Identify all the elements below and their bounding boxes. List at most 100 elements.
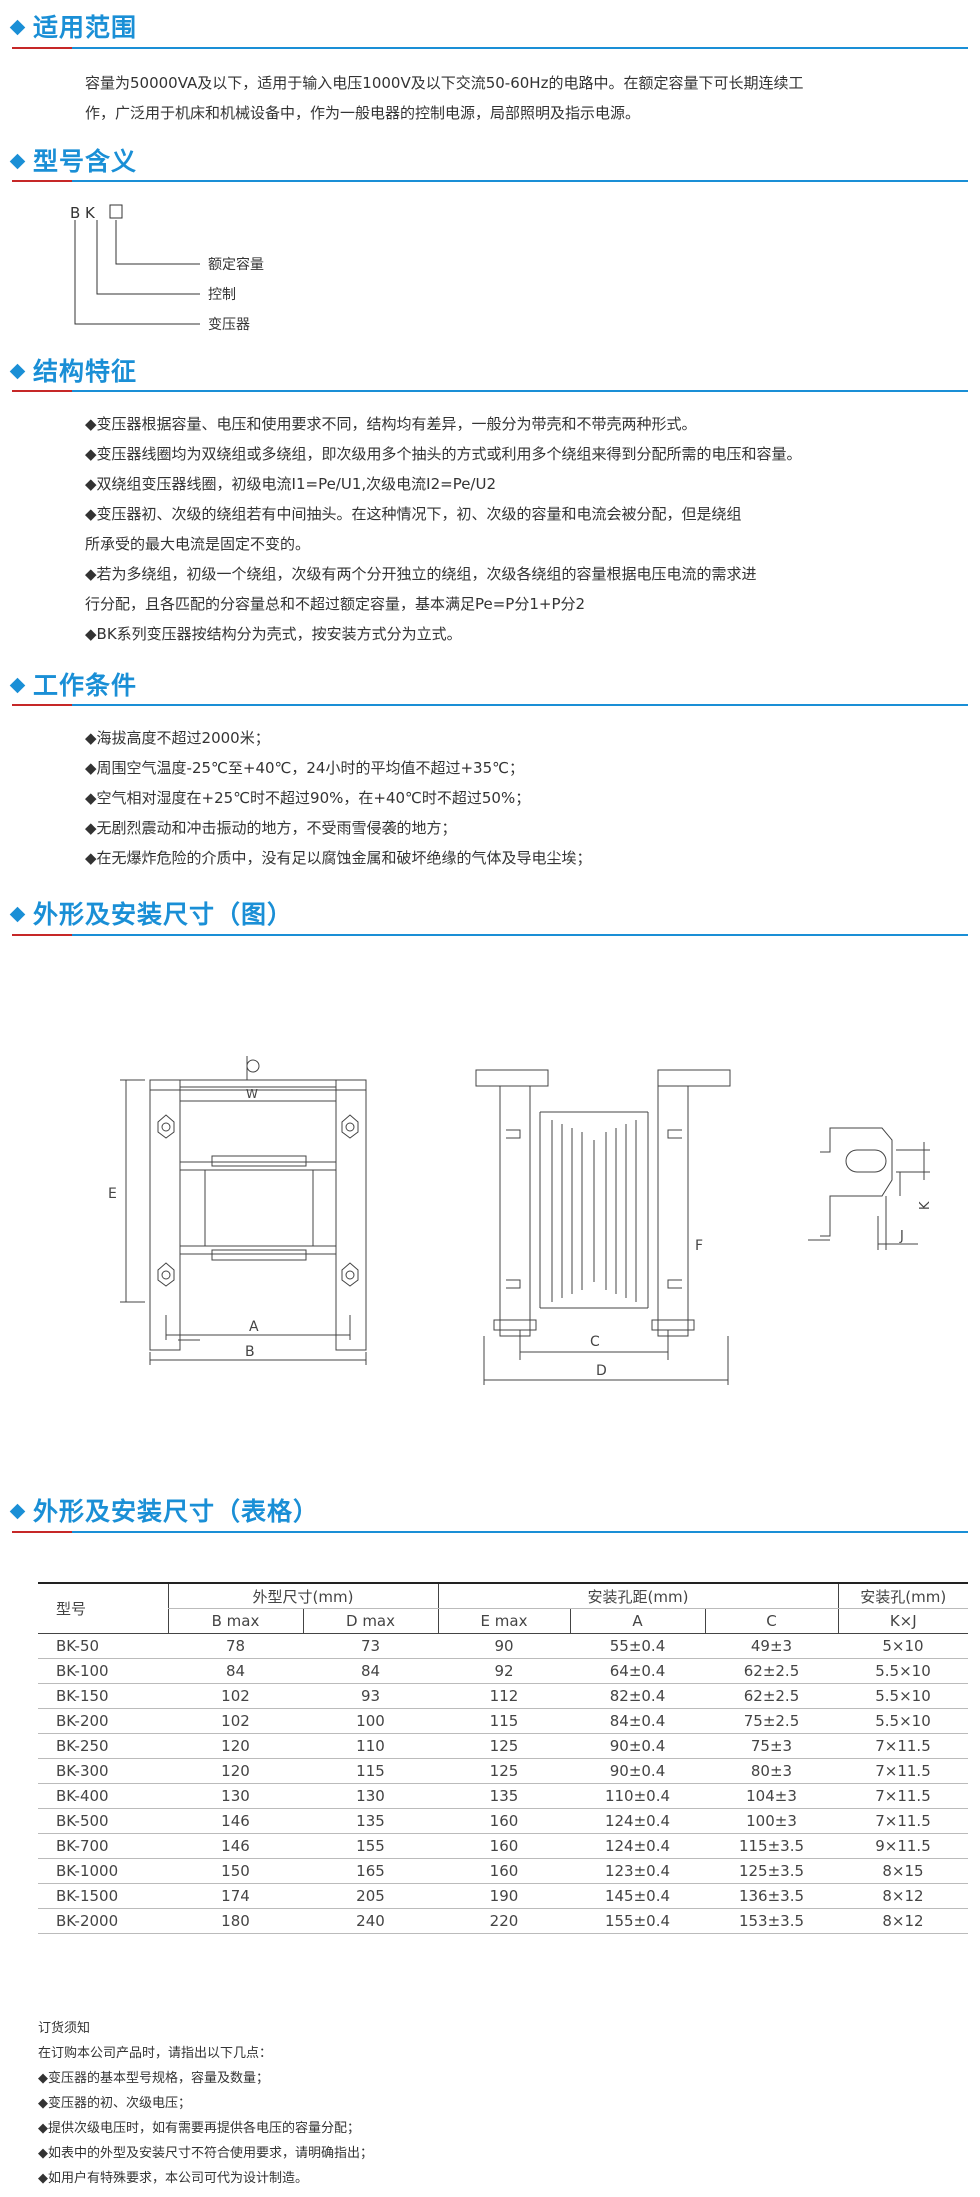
note-title: 订货须知 [38, 2021, 91, 2036]
table-cell: 110 [303, 1733, 438, 1759]
cell-model: BK-1000 [38, 1858, 168, 1884]
table-cell: 205 [303, 1883, 438, 1909]
dim-label-b: B [245, 1344, 255, 1360]
table-cell: 180 [168, 1908, 303, 1934]
diamond-bullet-icon [9, 677, 26, 694]
dim-label-c: C [590, 1334, 600, 1350]
cell-model: BK-200 [38, 1708, 168, 1734]
table-cell: 123±0.4 [570, 1858, 705, 1884]
table-cell: 160 [438, 1833, 570, 1859]
condition-line: ◆周围空气温度-25℃至+40℃，24小时的平均值不超过+35℃； [85, 759, 524, 777]
table-cell: 220 [438, 1908, 570, 1934]
svg-text:W: W [246, 1087, 258, 1101]
structure-line: ◆BK系列变压器按结构分为壳式，按安装方式分为立式。 [85, 625, 462, 643]
section-title-drawing: 外形及安装尺寸（图） [9, 895, 293, 931]
spec-table: 型号 外型尺寸(mm) 安装孔距(mm) 安装孔(mm) B max D max… [38, 1582, 968, 1934]
cell-model: BK-100 [38, 1658, 168, 1684]
table-cell: 5×10 [838, 1633, 968, 1659]
table-cell: 104±3 [705, 1783, 838, 1809]
header-outline: 外型尺寸(mm) [167, 1582, 438, 1609]
table-cell: 90 [438, 1633, 570, 1659]
header-mounting-hole: 安装孔(mm) [837, 1582, 968, 1609]
subheader-d: D max [302, 1608, 438, 1634]
section-rule [12, 47, 968, 49]
condition-line: ◆空气相对湿度在+25℃时不超过90%，在+40℃时不超过50%； [85, 789, 531, 807]
table-cell: 125 [438, 1733, 570, 1759]
cell-model: BK-300 [38, 1758, 168, 1784]
table-cell: 120 [168, 1758, 303, 1784]
subheader-c: C [704, 1608, 838, 1634]
table-cell: 8×12 [838, 1883, 968, 1909]
table-cell: 75±3 [705, 1733, 838, 1759]
condition-line: ◆海拔高度不超过2000米； [85, 729, 270, 747]
table-cell: 5.5×10 [838, 1658, 968, 1684]
table-cell: 84±0.4 [570, 1708, 705, 1734]
diamond-bullet-icon [9, 153, 26, 170]
diamond-bullet-icon [9, 19, 26, 36]
table-cell: 102 [168, 1683, 303, 1709]
table-cell: 8×15 [838, 1858, 968, 1884]
model-code-diagram: B K 额定容量 控制 变压器 [70, 204, 264, 333]
section-rule [12, 704, 968, 706]
note-line: ◆变压器的基本型号规格，容量及数量； [38, 2071, 269, 2086]
table-cell: 130 [303, 1783, 438, 1809]
table-cell: 75±2.5 [705, 1708, 838, 1734]
header-model: 型号 [38, 1582, 168, 1634]
table-cell: 62±2.5 [705, 1683, 838, 1709]
table-cell: 100±3 [705, 1808, 838, 1834]
structure-line: 所承受的最大电流是固定不变的。 [85, 535, 311, 553]
cell-model: BK-500 [38, 1808, 168, 1834]
table-cell: 62±2.5 [705, 1658, 838, 1684]
table-cell: 130 [168, 1783, 303, 1809]
section-title-scope: 适用范围 [9, 8, 137, 44]
subheader-a: A [569, 1608, 705, 1634]
dim-label-j: J [899, 1229, 904, 1244]
cell-model: BK-700 [38, 1833, 168, 1859]
table-cell: 84 [303, 1658, 438, 1684]
cell-model: BK-2000 [38, 1908, 168, 1934]
table-cell: 124±0.4 [570, 1833, 705, 1859]
structure-line: ◆双绕组变压器线圈，初级电流Ⅰ1=Pe/U1,次级电流Ⅰ2=Pe/U2 [85, 475, 497, 493]
leader-transformer [74, 220, 200, 325]
table-cell: 7×11.5 [838, 1783, 968, 1809]
model-label-capacity: 额定容量 [208, 256, 264, 273]
cell-model: BK-1500 [38, 1883, 168, 1909]
dim-label-f: F [695, 1238, 703, 1254]
subheader-b: B max [167, 1608, 303, 1634]
note-line: ◆提供次级电压时，如有需要再提供各电压的容量分配； [38, 2121, 360, 2136]
table-cell: 160 [438, 1808, 570, 1834]
table-cell: 190 [438, 1883, 570, 1909]
dim-label-k: K [918, 1201, 933, 1210]
table-cell: 136±3.5 [705, 1883, 838, 1909]
table-cell: 90±0.4 [570, 1733, 705, 1759]
structure-line: ◆变压器线圈均为双绕组或多绕组，即次级用多个抽头的方式或利用多个绕组来得到分配所… [85, 445, 802, 463]
table-cell: 174 [168, 1883, 303, 1909]
scope-line-1: 容量为50000VA及以下，适用于输入电压1000V及以下交流50-60Hz的电… [85, 74, 804, 92]
dimension-drawing: W E A B [108, 1056, 933, 1385]
note-line: 在订购本公司产品时，请指出以下几点： [38, 2046, 273, 2061]
table-cell: 135 [438, 1783, 570, 1809]
table-cell: 80±3 [705, 1758, 838, 1784]
section-rule [12, 390, 968, 392]
model-label-control: 控制 [208, 287, 236, 303]
table-cell: 7×11.5 [838, 1758, 968, 1784]
section-title-table: 外形及安装尺寸（表格） [9, 1492, 319, 1528]
diamond-bullet-icon [9, 906, 26, 923]
table-cell: 160 [438, 1858, 570, 1884]
section-title-structure: 结构特征 [9, 352, 137, 388]
table-cell: 82±0.4 [570, 1683, 705, 1709]
table-cell: 55±0.4 [570, 1633, 705, 1659]
note-line: ◆如表中的外型及安装尺寸不符合使用要求，请明确指出； [38, 2146, 373, 2161]
structure-line: ◆变压器根据容量、电压和使用要求不同，结构均有差异，一般分为带壳和不带壳两种形式… [85, 415, 697, 433]
table-cell: 240 [303, 1908, 438, 1934]
table-cell: 92 [438, 1658, 570, 1684]
table-cell: 146 [168, 1808, 303, 1834]
table-cell: 124±0.4 [570, 1808, 705, 1834]
table-subheader-row: B max D max E max A C K×J [38, 1608, 968, 1634]
table-cell: 135 [303, 1808, 438, 1834]
